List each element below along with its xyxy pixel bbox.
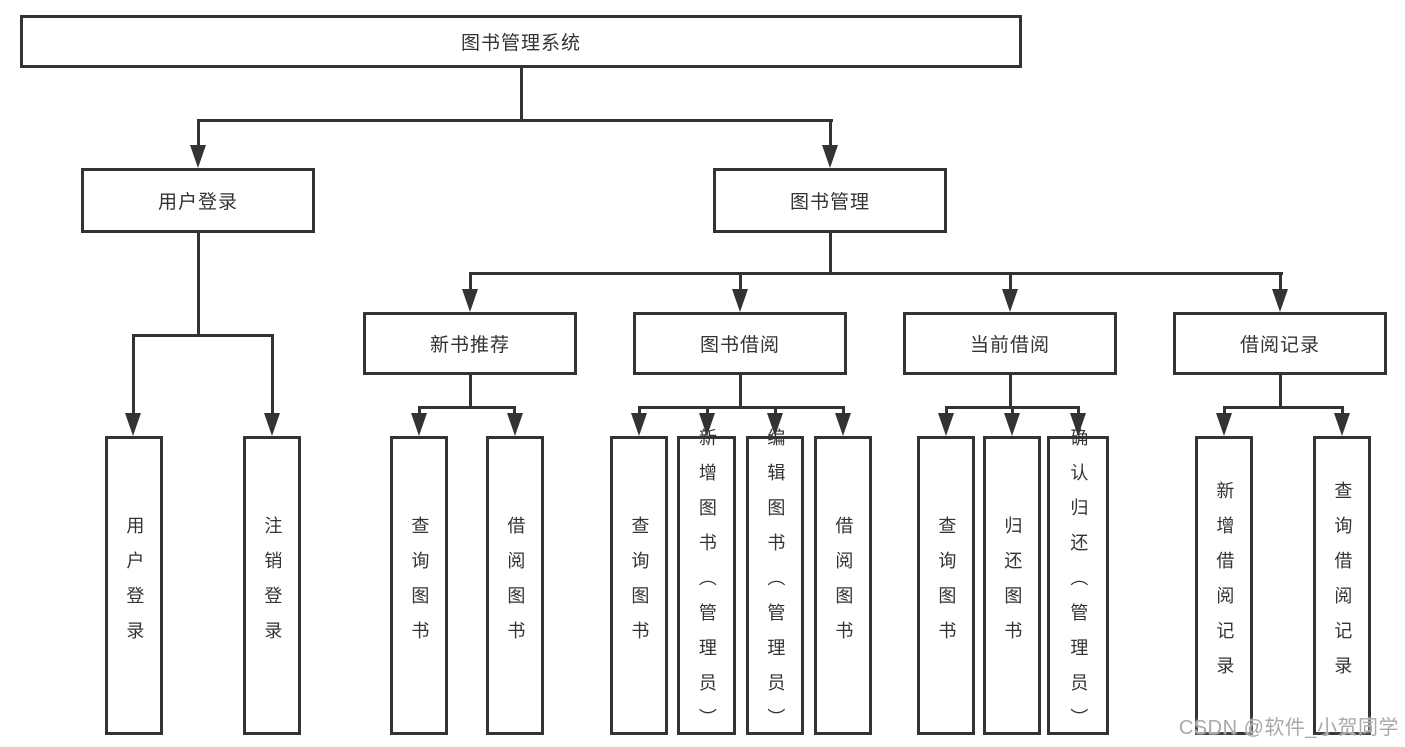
connector-drop [513,406,516,416]
arrow-down-icon [190,145,206,168]
leaf-recommend-query-book-label: 查询图书 [409,515,430,656]
leaf-borrowing-query-book: 查询图书 [610,436,668,735]
connector-user-login-stem [197,233,200,337]
connector-drop [1009,272,1012,292]
leaf-records-query-record-label: 查询借阅记录 [1332,480,1353,691]
leaf-current-confirm-return-admin: 确认归还（管理员） [1047,428,1109,743]
connector-drop [1223,406,1226,416]
arrow-down-icon [507,413,523,436]
arrow-down-icon [125,413,141,436]
node-book-borrowing-label: 图书借阅 [699,335,780,356]
connector-drop [945,406,948,416]
leaf-records-query-record: 查询借阅记录 [1313,436,1371,735]
connector-drop [1341,406,1344,416]
node-current-borrowing: 当前借阅 [903,312,1117,375]
node-current-borrowing-label: 当前借阅 [969,335,1050,356]
connector-drop [1279,272,1282,292]
connector-drop [739,272,742,292]
node-root-label: 图书管理系统 [460,33,581,54]
connector-user-login-drop [197,119,200,149]
connector-drop [1077,406,1080,416]
arrow-down-icon [1334,413,1350,436]
arrow-down-icon [462,289,478,312]
leaf-current-return-book-label: 归还图书 [1002,515,1023,656]
connector-drop [469,272,472,292]
connector-root-stem [520,68,523,121]
connector-drop [271,334,274,416]
connector-stem [739,375,742,409]
leaf-logout-label: 注销登录 [262,515,283,656]
connector-user-login-bar [132,334,274,337]
arrow-down-icon [699,413,715,436]
node-book-management: 图书管理 [713,168,947,233]
leaf-recommend-borrow-book: 借阅图书 [486,436,544,735]
arrow-down-icon [411,413,427,436]
node-book-borrowing: 图书借阅 [633,312,847,375]
node-borrow-records: 借阅记录 [1173,312,1387,375]
leaf-borrowing-add-book-admin-label: 新增图书（管理员） [696,428,717,743]
arrow-down-icon [938,413,954,436]
leaf-logout: 注销登录 [243,436,301,735]
arrow-down-icon [1004,413,1020,436]
node-book-management-label: 图书管理 [789,192,870,213]
leaf-borrowing-edit-book-admin-label: 编辑图书（管理员） [765,428,786,743]
leaf-borrowing-query-book-label: 查询图书 [629,515,650,656]
arrow-down-icon [732,289,748,312]
connector-drop [1011,406,1014,416]
arrow-down-icon [1216,413,1232,436]
connector-book-mgmt-stem [829,233,832,275]
leaf-borrowing-borrow-book-label: 借阅图书 [833,515,854,656]
leaf-current-query-book: 查询图书 [917,436,975,735]
node-user-login-label: 用户登录 [157,192,238,213]
connector-drop [132,334,135,416]
connector-drop [774,406,777,416]
arrow-down-icon [1070,413,1086,436]
connector-drop [842,406,845,416]
arrow-down-icon [264,413,280,436]
arrow-down-icon [1002,289,1018,312]
leaf-user-login: 用户登录 [105,436,163,735]
leaf-records-add-record-label: 新增借阅记录 [1214,480,1235,691]
arrow-down-icon [1272,289,1288,312]
arrow-down-icon [835,413,851,436]
connector-stem [1279,375,1282,409]
arrow-down-icon [822,145,838,168]
connector-stem [1009,375,1012,409]
csdn-watermark: CSDN @软件_小贺同学 [1178,717,1399,739]
connector-drop [638,406,641,416]
arrow-down-icon [767,413,783,436]
node-root-library-system: 图书管理系统 [20,15,1022,68]
connector-drop [418,406,421,416]
leaf-records-add-record: 新增借阅记录 [1195,436,1253,735]
connector-level3-bar [469,272,1283,275]
connector-level2-bar [197,119,833,122]
leaf-borrowing-edit-book-admin: 编辑图书（管理员） [746,428,804,743]
connector-bar [1223,406,1343,409]
leaf-current-return-book: 归还图书 [983,436,1041,735]
connector-drop [706,406,709,416]
leaf-recommend-query-book: 查询图书 [390,436,448,735]
node-borrow-records-label: 借阅记录 [1239,335,1320,356]
leaf-current-query-book-label: 查询图书 [936,515,957,656]
arrow-down-icon [631,413,647,436]
node-user-login: 用户登录 [81,168,315,233]
connector-book-mgmt-drop [829,119,832,149]
connector-stem [469,375,472,409]
leaf-borrowing-add-book-admin: 新增图书（管理员） [677,428,736,743]
leaf-current-confirm-return-admin-label: 确认归还（管理员） [1068,428,1089,743]
connector-bar [638,406,844,409]
node-new-book-recommend-label: 新书推荐 [429,335,510,356]
leaf-borrowing-borrow-book: 借阅图书 [814,436,872,735]
node-new-book-recommend: 新书推荐 [363,312,577,375]
leaf-recommend-borrow-book-label: 借阅图书 [505,515,526,656]
leaf-user-login-label: 用户登录 [124,515,145,656]
connector-bar [418,406,516,409]
